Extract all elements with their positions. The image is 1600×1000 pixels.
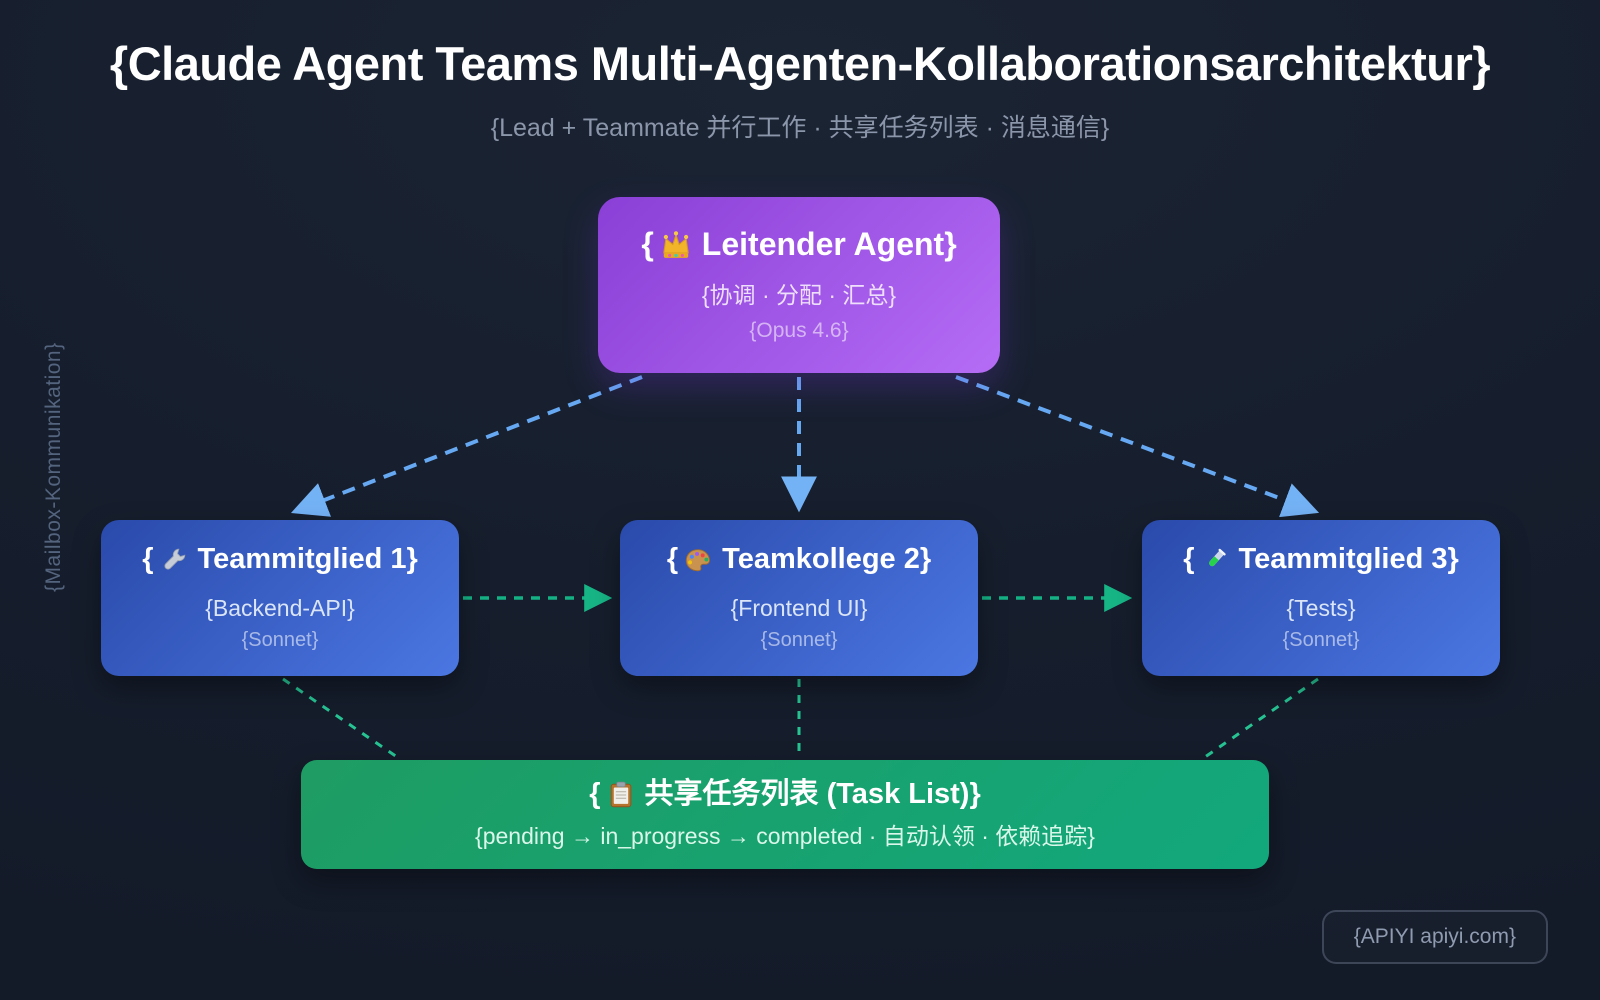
member-3-role: {Tests} — [1286, 595, 1356, 622]
member-2-model: {Sonnet} — [760, 628, 838, 651]
brace-close: } — [969, 778, 981, 811]
member-2-node: { Teamkollege 2 } {Frontend UI} {Sonnet} — [620, 520, 978, 676]
member-3-title: { Teammitglied 3 } — [1183, 543, 1459, 576]
brace-close: } — [406, 543, 418, 576]
member-2-role: {Frontend UI} — [730, 595, 868, 622]
brace-open: { — [142, 543, 154, 576]
crown-icon — [659, 228, 693, 262]
edge-member3-to-tasklist — [1204, 677, 1319, 759]
task-list-node: { 共享任务列表 (Task List) } {pending → in_pro… — [301, 760, 1269, 869]
brace-close: } — [1447, 543, 1459, 576]
member-1-model: {Sonnet} — [241, 628, 319, 651]
mailbox-communication-side-label: {Mailbox-Kommunikation} — [42, 342, 65, 592]
brace-open: { — [589, 778, 601, 811]
clipboard-icon — [606, 780, 636, 810]
lead-agent-role: {协调 · 分配 · 汇总} — [701, 282, 897, 309]
member-3-label: Teammitglied 3 — [1238, 543, 1448, 576]
member-3-model: {Sonnet} — [1282, 628, 1360, 651]
lead-agent-model: {Opus 4.6} — [749, 318, 849, 342]
brace-open: { — [1183, 543, 1195, 576]
member-2-label: Teamkollege 2 — [722, 543, 920, 576]
task-list-title: { 共享任务列表 (Task List) } — [589, 778, 981, 811]
edge-lead-to-member3 — [955, 375, 1320, 518]
task-list-detail: {pending → in_progress → completed · 自动认… — [475, 823, 1095, 850]
test-tube-icon — [1200, 545, 1230, 575]
task-list-label: 共享任务列表 (Task List) — [644, 778, 970, 811]
brace-open: { — [666, 543, 679, 576]
brace-open: { — [641, 226, 654, 263]
member-3-node: { Teammitglied 3 } {Tests} {Sonnet} — [1142, 520, 1500, 676]
member-1-label: Teammitglied 1 — [197, 543, 407, 576]
apiyi-badge[interactable]: {APIYI apiyi.com} — [1321, 910, 1548, 964]
palette-icon — [683, 545, 713, 575]
lead-agent-node: { Leitender Agent } {协调 · 分配 · 汇总} {Opus… — [598, 197, 1000, 373]
lead-agent-title: { Leitender Agent } — [641, 226, 957, 263]
edge-lead-to-member1 — [290, 375, 643, 517]
member-1-role: {Backend-API} — [205, 595, 355, 622]
brace-close: } — [944, 226, 957, 263]
member-1-node: { Teammitglied 1 } {Backend-API} {Sonnet… — [101, 520, 459, 676]
brace-close: } — [919, 543, 932, 576]
lead-agent-label: Leitender Agent — [701, 226, 945, 263]
page-subtitle: {Lead + Teammate 并行工作 · 共享任务列表 · 消息通信} — [490, 114, 1110, 142]
wrench-icon — [159, 545, 189, 575]
member-1-title: { Teammitglied 1 } — [142, 543, 418, 576]
edge-member1-to-tasklist — [282, 677, 398, 759]
member-2-title: { Teamkollege 2 } — [666, 543, 932, 576]
page-title: {Claude Agent Teams Multi-Agenten-Kollab… — [109, 37, 1491, 90]
